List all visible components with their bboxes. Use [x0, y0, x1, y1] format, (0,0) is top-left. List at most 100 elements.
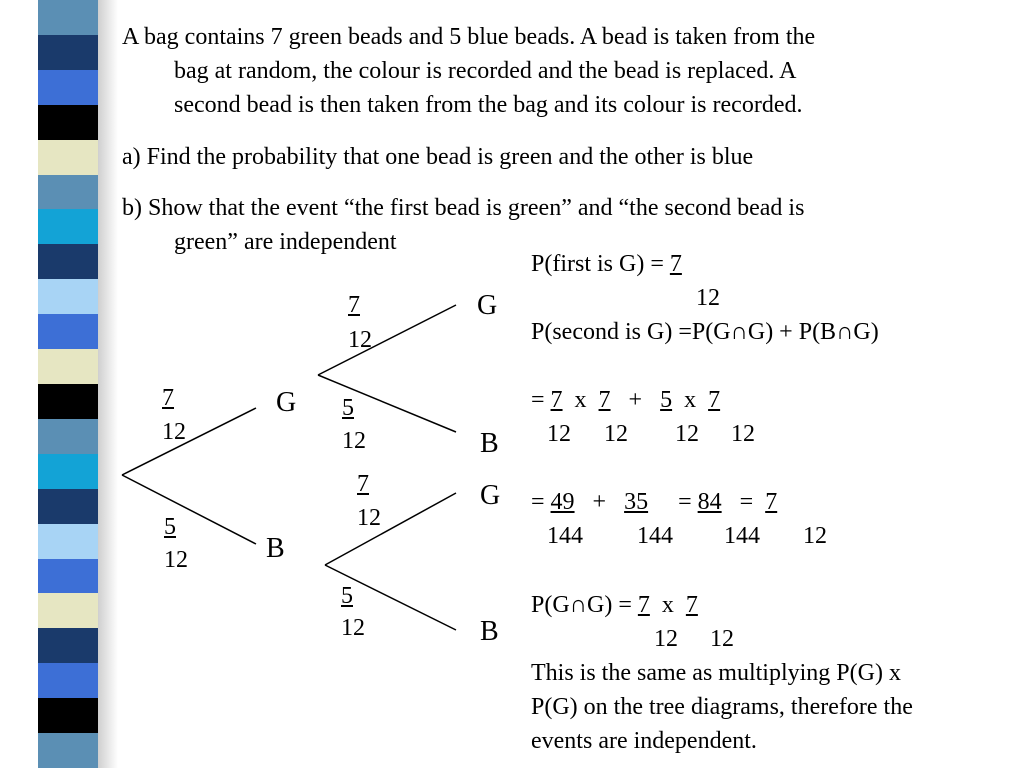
- question-b-line-1: b) Show that the event “the first bead i…: [122, 195, 805, 221]
- stripe: [38, 349, 100, 385]
- eq2-equals-2: =: [648, 489, 698, 515]
- prob-BB-den: 12: [341, 615, 365, 641]
- question-a-text: a) Find the probability that one bead is…: [122, 144, 754, 170]
- stripe: [38, 209, 100, 245]
- prob-GB-den: 12: [342, 428, 366, 454]
- stripe: [38, 733, 100, 768]
- stripe: [38, 453, 100, 490]
- stripe: [38, 698, 100, 734]
- stripe: [38, 0, 100, 36]
- stripe: [38, 104, 100, 141]
- question-a: a) Find the probability that one bead is…: [122, 140, 982, 174]
- leaf-GB: B: [480, 428, 499, 459]
- prob-first-G-den: 12: [162, 419, 186, 445]
- eq1-den-3: 12: [675, 421, 699, 447]
- stripe: [38, 558, 100, 594]
- pgg-times: x: [649, 592, 686, 618]
- pgg-den-1: 12: [654, 626, 678, 652]
- stripe-shadow: [98, 0, 118, 768]
- p-first-text: P(first is G) =: [531, 251, 670, 277]
- stripe: [38, 69, 100, 106]
- eq2-den-3: 144: [724, 523, 760, 549]
- problem-line-2: bag at random, the colour is recorded an…: [174, 58, 797, 84]
- eq2-den-1: 144: [547, 523, 583, 549]
- stripe: [38, 593, 100, 629]
- decorative-stripe-bar: [0, 0, 118, 768]
- eq2-num-4: 7: [765, 489, 778, 515]
- stripe: [38, 314, 100, 350]
- stripe: [38, 139, 100, 176]
- prob-GB-num: 5: [342, 395, 354, 421]
- eq1-equals: =: [531, 387, 551, 413]
- eq2-num-3: 84: [697, 489, 722, 515]
- stripe: [38, 279, 100, 315]
- stripe: [38, 663, 100, 699]
- node-first-B: B: [266, 533, 285, 564]
- equation-2-numerators: = 49 + 35 = 84 = 7: [531, 488, 777, 516]
- prob-first-B-num: 5: [164, 514, 176, 540]
- eq2-den-2: 144: [637, 523, 673, 549]
- eq1-num-4: 7: [708, 387, 721, 413]
- question-b: b) Show that the event “the first bead i…: [122, 191, 982, 259]
- problem-line-3: second bead is then taken from the bag a…: [174, 92, 803, 118]
- pgg-den-2: 12: [710, 626, 734, 652]
- eq1-times-1: x: [562, 387, 599, 413]
- eq2-num-2: 35: [624, 489, 649, 515]
- branch-B-B: [324, 564, 457, 631]
- problem-line-1: A bag contains 7 green beads and 5 blue …: [122, 24, 816, 50]
- eq2-den-4: 12: [803, 523, 827, 549]
- stripe-column: [38, 0, 100, 768]
- conclusion-line-3: events are independent.: [531, 728, 757, 754]
- eq1-plus: +: [610, 387, 661, 413]
- eq1-num-1: 7: [550, 387, 563, 413]
- question-b-line-2: green” are independent: [174, 229, 397, 255]
- prob-first-B-den: 12: [164, 547, 188, 573]
- stripe: [38, 628, 100, 664]
- branch-root-G: [121, 407, 257, 476]
- p-second-expression: P(second is G) =P(G∩G) + P(B∩G): [531, 319, 879, 345]
- problem-statement: A bag contains 7 green beads and 5 blue …: [122, 20, 982, 122]
- eq1-num-3: 5: [660, 387, 673, 413]
- equation-1-numerators: = 7 x 7 + 5 x 7: [531, 386, 720, 414]
- prob-BB-num: 5: [341, 583, 353, 609]
- eq2-equals-3: =: [721, 489, 766, 515]
- conclusion-line-1: This is the same as multiplying P(G) x: [531, 660, 901, 686]
- prob-GG-num: 7: [348, 292, 360, 318]
- p-first-denominator: 12: [696, 285, 720, 311]
- p-first-label: P(first is G) = 7: [531, 250, 682, 278]
- prob-BG-num: 7: [357, 471, 369, 497]
- p-first-numerator: 7: [669, 251, 682, 277]
- leaf-BB: B: [480, 616, 499, 647]
- leaf-BG: G: [480, 480, 501, 511]
- eq2-plus: +: [574, 489, 625, 515]
- eq1-den-1: 12: [547, 421, 571, 447]
- stripe: [38, 488, 100, 525]
- stripe: [38, 34, 100, 71]
- stripe: [38, 418, 100, 455]
- p-gg-expression: P(G∩G) = 7 x 7: [531, 591, 698, 619]
- branch-B-G: [324, 492, 457, 566]
- branch-root-B: [121, 474, 257, 545]
- prob-BG-den: 12: [357, 505, 381, 531]
- stripe: [38, 174, 100, 210]
- eq2-equals: =: [531, 489, 551, 515]
- pgg-num-2: 7: [685, 592, 698, 618]
- eq2-num-1: 49: [550, 489, 575, 515]
- eq1-den-2: 12: [604, 421, 628, 447]
- pgg-num-1: 7: [637, 592, 650, 618]
- node-first-G: G: [276, 387, 297, 418]
- eq1-den-4: 12: [731, 421, 755, 447]
- prob-GG-den: 12: [348, 327, 372, 353]
- branch-G-B: [317, 374, 457, 433]
- branch-G-G: [317, 304, 457, 376]
- stripe: [38, 384, 100, 420]
- eq1-num-2: 7: [598, 387, 611, 413]
- stripe: [38, 523, 100, 560]
- stripe: [38, 244, 100, 280]
- prob-first-G-num: 7: [162, 385, 174, 411]
- eq1-times-2: x: [672, 387, 709, 413]
- conclusion-line-2: P(G) on the tree diagrams, therefore the: [531, 694, 913, 720]
- pgg-label: P(G∩G) =: [531, 592, 638, 618]
- leaf-GG: G: [477, 290, 498, 321]
